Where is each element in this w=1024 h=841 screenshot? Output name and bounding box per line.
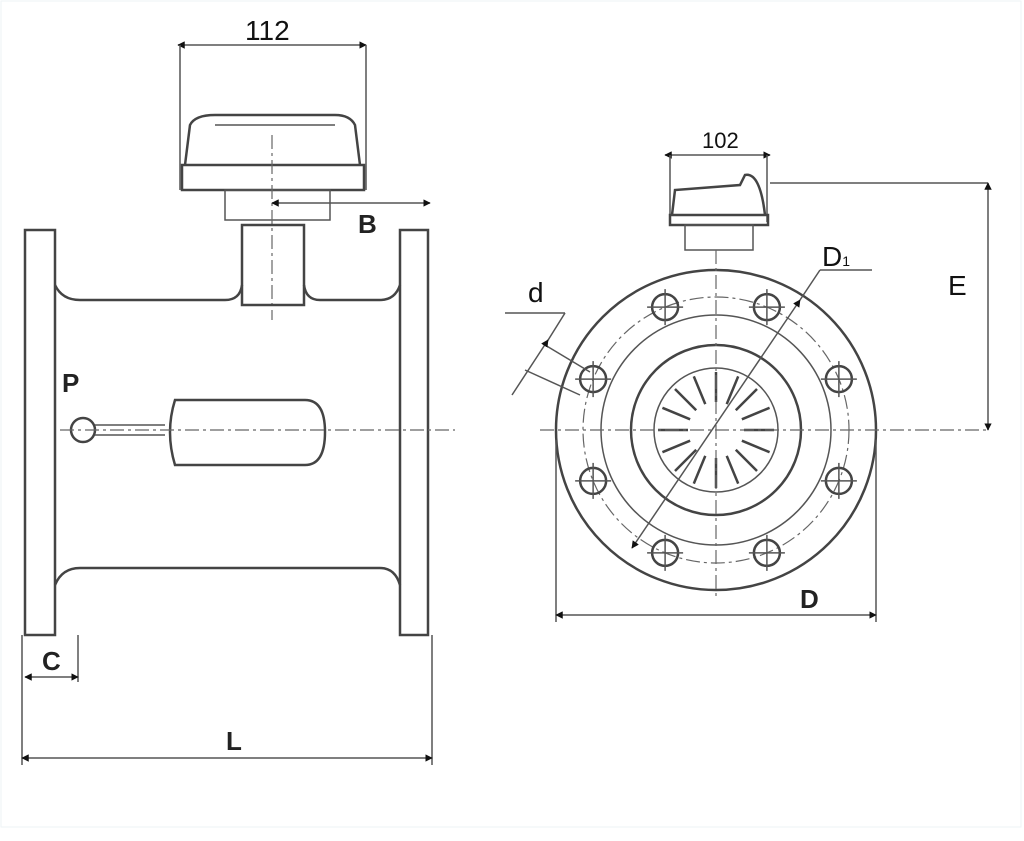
dim-b-label: B: [358, 209, 377, 239]
rotor-blade: [692, 375, 707, 405]
dim-e-label: E: [948, 270, 967, 301]
dim-d1-label: D1: [822, 241, 850, 272]
front-head: [670, 173, 767, 216]
left-flange: [23, 228, 57, 637]
rotor-blade: [734, 448, 758, 472]
register-head: [180, 113, 366, 221]
rotor-blade: [741, 406, 771, 421]
rotor-blade: [692, 455, 707, 485]
dim-d1-line: [631, 299, 801, 549]
rotor-blade: [741, 439, 771, 454]
dim-small-d-label: d: [528, 277, 544, 308]
dim-d-label: D: [800, 584, 819, 614]
port-p-label: P: [62, 368, 79, 398]
side-view: 112 B P C L: [21, 15, 455, 765]
dim-c-label: C: [42, 646, 61, 676]
front-view: 102 E D1 d D: [505, 128, 992, 622]
dim-102-label: 102: [702, 128, 739, 153]
right-flange: [398, 228, 430, 637]
rotor-blade: [661, 406, 691, 421]
rotor-blade: [661, 439, 691, 454]
dim-112-label: 112: [245, 15, 290, 46]
neck: [240, 223, 306, 307]
dim-small-d-line: [511, 339, 549, 396]
rotor-blade: [734, 388, 758, 412]
float: [168, 398, 327, 467]
rotor-blade: [725, 455, 740, 485]
dim-l-label: L: [226, 726, 242, 756]
rotor-blade: [674, 388, 698, 412]
